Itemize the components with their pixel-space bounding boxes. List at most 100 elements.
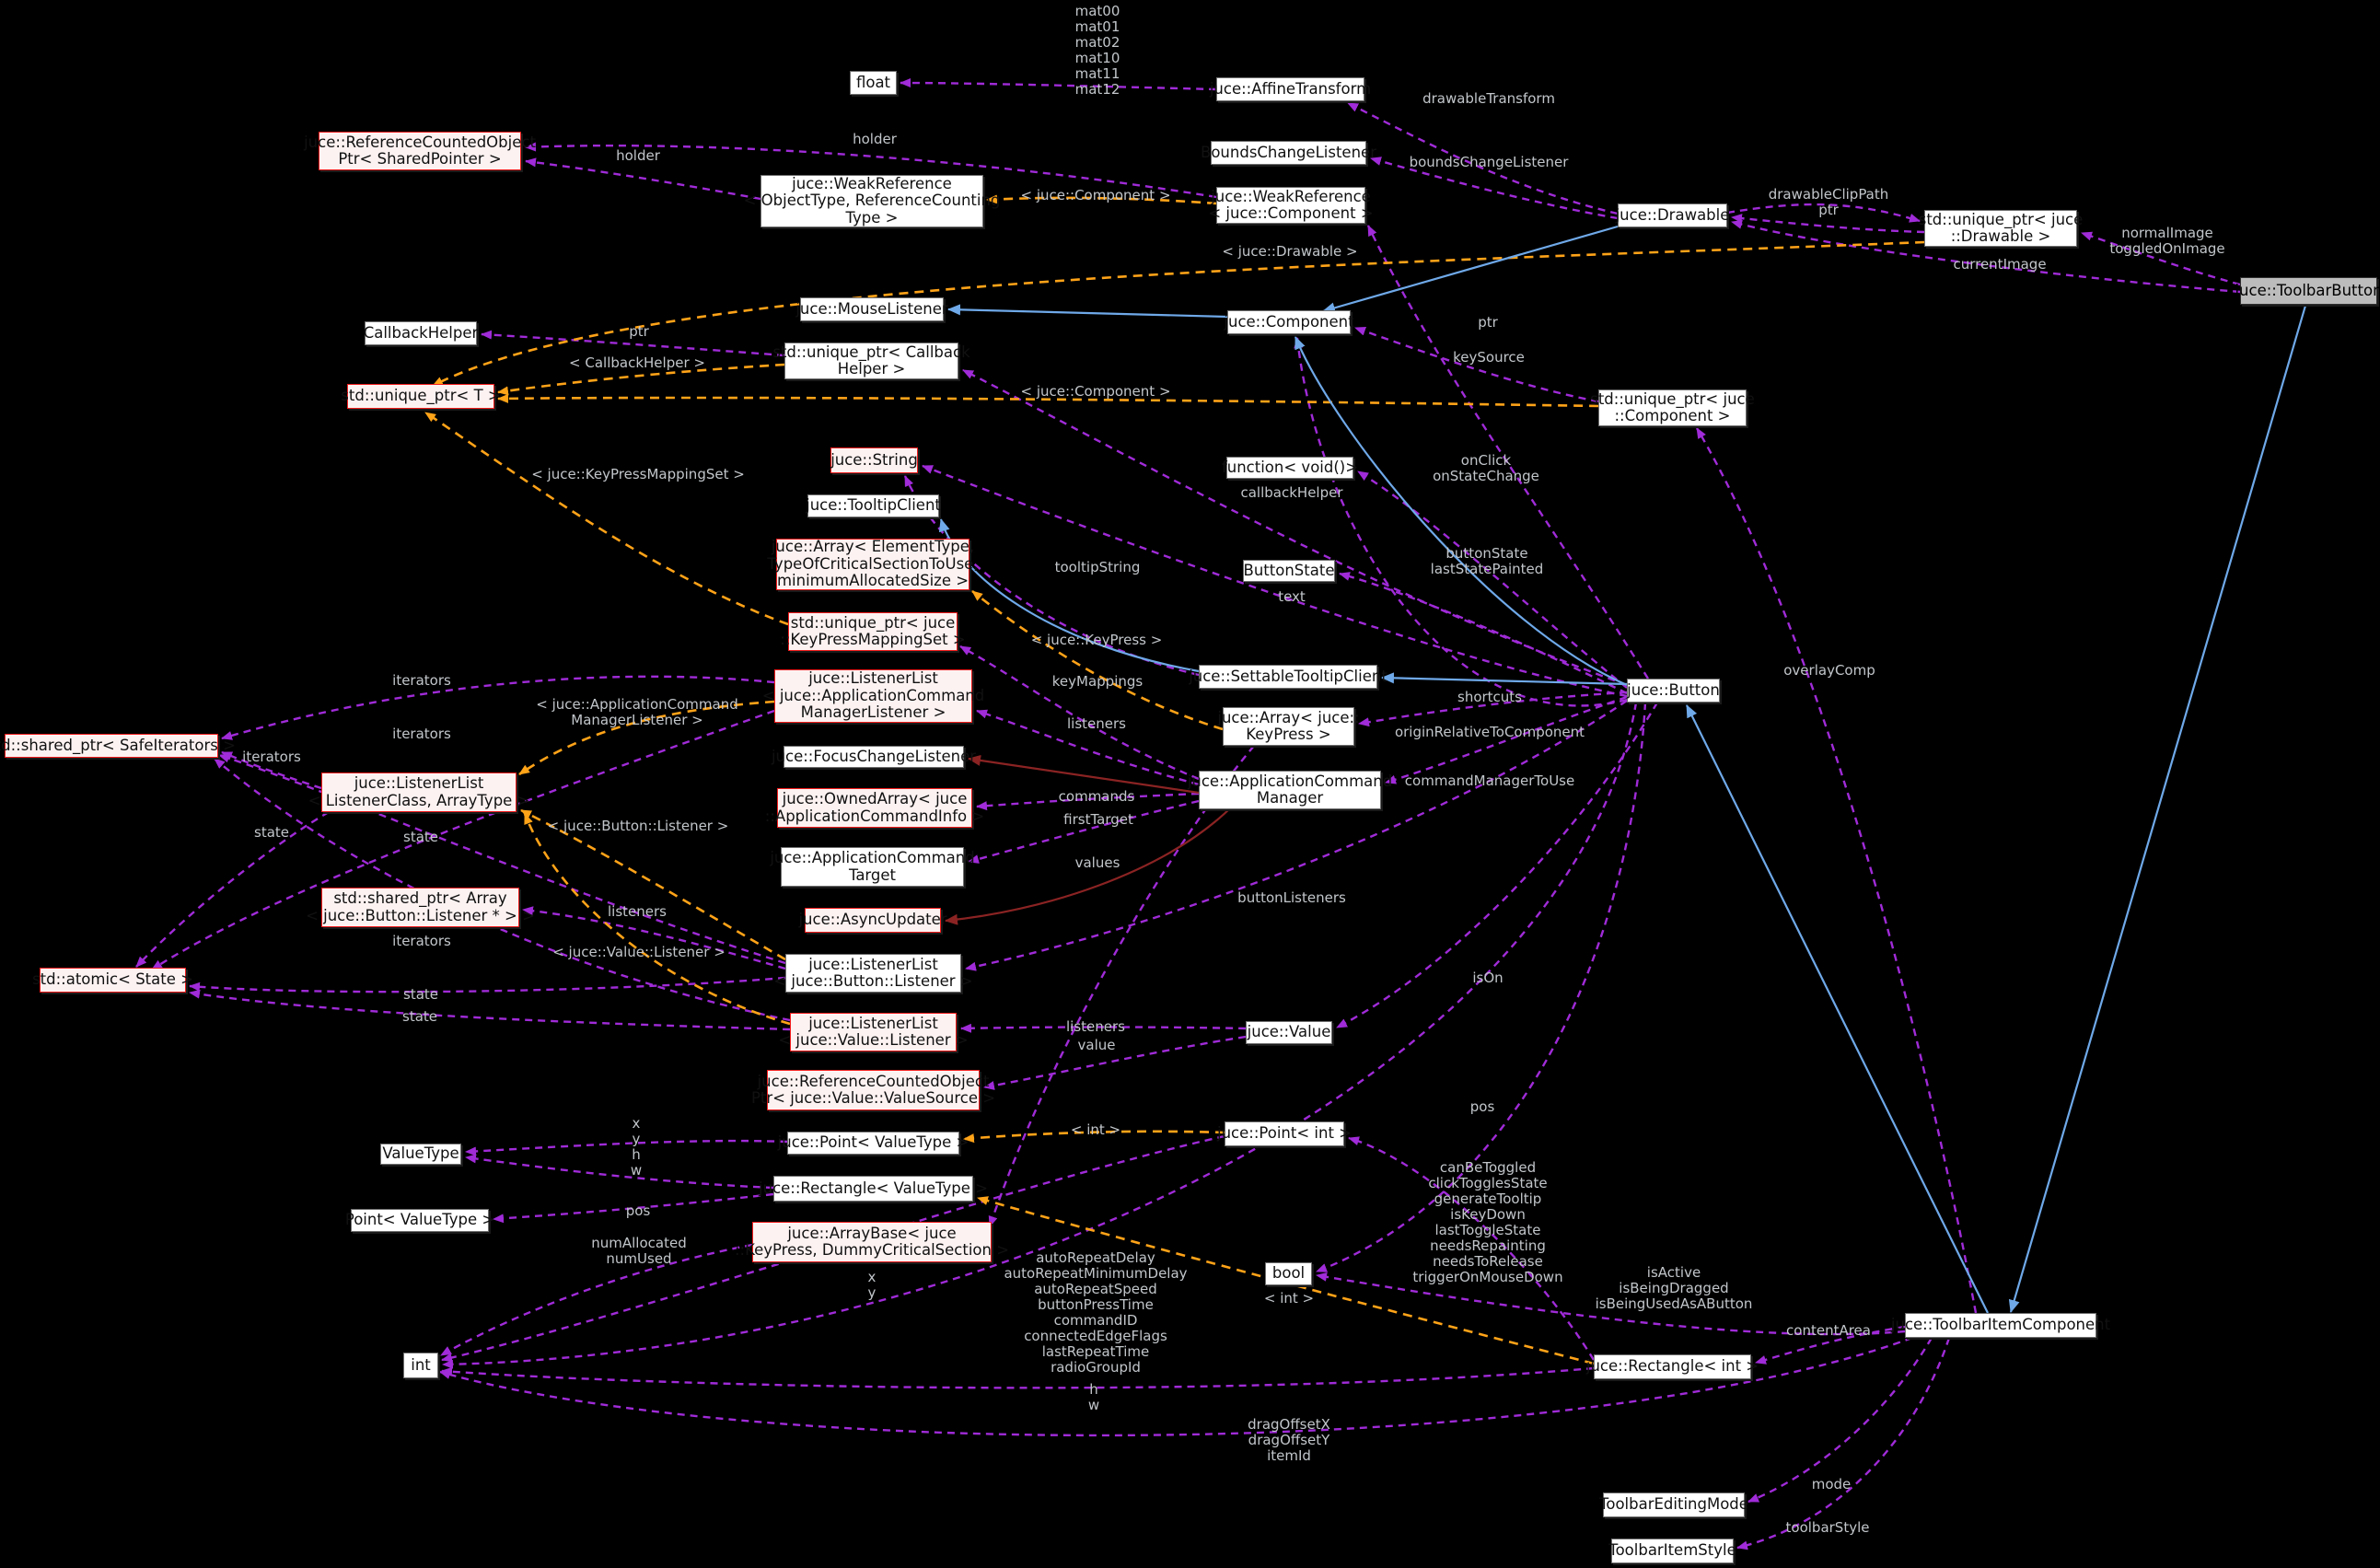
node-array-keypress[interactable]: juce::Array< juce::KeyPress >	[1217, 707, 1360, 746]
node-point-int[interactable]: juce::Point< int >	[1217, 1121, 1352, 1146]
node-button-state[interactable]: ButtonState	[1243, 560, 1335, 582]
edge-weakreference-component-to-refcounted-ptr-sharedpointer	[525, 142, 1217, 199]
edge-label-callbackhelper: callbackHelper	[1240, 484, 1343, 501]
edge-array-keypress-to-arraybase-keypress	[988, 745, 1255, 1227]
node-toolbar-item-component[interactable]: juce::ToolbarItemComponent	[1891, 1313, 2110, 1338]
node-drawable[interactable]: juce::Drawable	[1616, 203, 1729, 227]
node-rectangle-int[interactable]: juce::Rectangle< int >	[1586, 1354, 1759, 1379]
edge-toolbar-button-to-toolbar-item-component	[2008, 305, 2307, 1313]
node-array-generic-label-line-2: minimumAllocatedSize >	[776, 572, 969, 590]
node-unique-ptr-component[interactable]: std::unique_ptr< juce::Component >	[1590, 389, 1755, 426]
node-callback-helper[interactable]: CallbackHelper	[364, 321, 478, 345]
node-application-command-manager-label-line-0: juce::ApplicationCommand	[1187, 772, 1393, 790]
node-listenerlist-acml[interactable]: juce::ListenerList< juce::ApplicationCom…	[762, 669, 984, 723]
node-array-generic-label-line-1: TypeOfCriticalSectionToUse,	[767, 554, 979, 573]
edge-label-ptr: ptr	[629, 323, 649, 340]
node-unique-ptr-drawable-label-line-0: std::unique_ptr< juce	[1918, 210, 2084, 228]
edge-label-ison: isOn	[1472, 970, 1503, 986]
node-ownedarray-commandinfo[interactable]: juce::OwnedArray< juce::ApplicationComma…	[765, 788, 984, 828]
node-refcounted-ptr-sharedpointer-label-line-0: juce::ReferenceCountedObject	[304, 133, 536, 151]
node-function-void[interactable]: function< void()>	[1222, 457, 1358, 479]
edge-label-mode: mode	[1811, 1476, 1852, 1493]
edge-rectangle-int-to-int	[441, 1366, 1595, 1389]
node-settable-tooltip-client[interactable]: juce::SettableTooltipClient	[1189, 665, 1387, 689]
node-mouse-listener[interactable]: juce::MouseListener	[795, 297, 948, 321]
edge-listenerlist-valuelistener-to-listenerlist-generic	[523, 813, 791, 1026]
node-rectangle-valuetype-label-line-0: juce::Rectangle< ValueType >	[759, 1179, 988, 1197]
node-weakreference-component[interactable]: juce::WeakReference< juce::Component >	[1208, 187, 1374, 224]
edge-button-to-array-keypress	[1358, 691, 1628, 727]
edge-label-commandmanagertouse: commandManagerToUse	[1404, 772, 1575, 789]
edge-toolbar-item-component-to-unique-ptr-component	[1695, 427, 1978, 1314]
node-rectangle-valuetype[interactable]: juce::Rectangle< ValueType >	[759, 1176, 988, 1202]
node-unique-ptr-drawable-label-line-1: ::Drawable >	[1950, 227, 2051, 245]
edge-label-values: values	[1074, 854, 1120, 871]
node-atomic-state[interactable]: std::atomic< State >	[32, 968, 193, 993]
edge-button-to-string	[922, 464, 1628, 698]
node-toolbar-editing-mode[interactable]: ToolbarEditingMode	[1599, 1493, 1748, 1517]
edge-listenerlist-buttonlistener-to-listenerlist-generic	[520, 808, 786, 961]
node-button-label-line-0: juce::Button	[1627, 680, 1720, 699]
node-affine-transform[interactable]: juce::AffineTransform	[1210, 77, 1371, 101]
node-shared-ptr-array-buttonlistener[interactable]: std::shared_ptr< Array< juce::Button::Li…	[306, 888, 535, 927]
node-refcounted-ptr-valuesource-label-line-0: juce::ReferenceCountedObject	[757, 1072, 990, 1090]
edge-drawable-to-component	[1322, 225, 1619, 314]
node-tooltip-client[interactable]: juce::TooltipClient	[806, 494, 941, 517]
node-button-state-label-line-0: ButtonState	[1243, 561, 1335, 579]
node-component[interactable]: juce::Component	[1224, 310, 1354, 334]
edge-label-juce-button-listener: < juce::Button::Listener >	[547, 818, 729, 834]
edge-listenerlist-generic-to-atomic-state	[135, 810, 330, 968]
node-unique-ptr-drawable[interactable]: std::unique_ptr< juce::Drawable >	[1919, 210, 2083, 247]
edge-label-juce-applicationcommand: < juce::ApplicationCommand ManagerListen…	[536, 696, 738, 728]
node-float-label-line-0: float	[855, 73, 891, 91]
node-string[interactable]: juce::String	[830, 447, 918, 473]
node-bounds-change-listener[interactable]: BoundsChangeListener	[1201, 141, 1376, 165]
node-value[interactable]: juce::Value	[1246, 1021, 1332, 1044]
node-weakreference-generic[interactable]: juce::WeakReference< ObjectType, Referen…	[744, 175, 1000, 227]
node-atomic-state-label-line-0: std::atomic< State >	[32, 970, 193, 989]
node-float[interactable]: float	[850, 71, 897, 95]
edge-button-to-component	[1294, 337, 1628, 707]
node-listenerlist-valuelistener[interactable]: juce::ListenerList< juce::Value::Listene…	[778, 1013, 969, 1051]
edge-application-command-manager-to-async-updater	[945, 808, 1230, 925]
node-valuetype-label-line-0: ValueType	[382, 1144, 459, 1163]
edge-label-listeners: listeners	[608, 903, 667, 920]
node-listenerlist-buttonlistener[interactable]: juce::ListenerList< juce::Button::Listen…	[773, 954, 973, 993]
node-affine-transform-label-line-0: juce::AffineTransform	[1209, 79, 1372, 98]
node-array-generic[interactable]: juce::Array< ElementType,TypeOfCriticalS…	[767, 539, 979, 590]
node-shared-ptr-safeiterators[interactable]: std::shared_ptr< SafeIterators >	[0, 734, 236, 758]
node-focus-change-listener[interactable]: juce::FocusChangeListener	[772, 746, 976, 768]
node-button[interactable]: juce::Button	[1627, 679, 1720, 703]
edge-label-overlaycomp: overlayComp	[1783, 662, 1875, 679]
edge-label-text: text	[1278, 588, 1306, 605]
node-listenerlist-acml-label-line-1: < juce::ApplicationCommand	[761, 686, 985, 704]
node-listenerlist-generic[interactable]: juce::ListenerList< ListenerClass, Array…	[308, 772, 529, 812]
node-toolbar-item-style[interactable]: ToolbarItemStyle	[1608, 1539, 1736, 1563]
edge-label-isactive: isActive isBeingDragged isBeingUsedAsABu…	[1595, 1264, 1753, 1312]
node-async-updater[interactable]: juce::AsyncUpdater	[798, 908, 947, 933]
edge-label-ptr: ptr	[1478, 314, 1498, 331]
node-tooltip-client-label-line-0: juce::TooltipClient	[806, 496, 941, 515]
edge-label-state: state	[254, 824, 289, 841]
edge-unique-ptr-callbackhelper-to-unique-ptr-t	[497, 363, 785, 396]
edge-label-buttonstate: buttonState lastStatePainted	[1430, 545, 1544, 577]
edge-label-holder: holder	[616, 147, 660, 164]
node-unique-ptr-keypressmappingset[interactable]: std::unique_ptr< juce::KeyPressMappingSe…	[780, 612, 966, 651]
node-weakreference-generic-label-line-2: Type >	[845, 208, 899, 226]
node-arraybase-keypress[interactable]: juce::ArrayBase< juce::KeyPress, DummyCr…	[735, 1222, 1009, 1262]
node-point-int-label-line-0: juce::Point< int >	[1217, 1124, 1353, 1143]
node-unique-ptr-t[interactable]: std::unique_ptr< T >	[341, 384, 501, 409]
node-bool[interactable]: bool	[1265, 1262, 1312, 1285]
node-array-generic-label-line-0: juce::Array< ElementType,	[771, 538, 975, 556]
node-int[interactable]: int	[403, 1353, 438, 1378]
node-point-valuetype-base[interactable]: Point< ValueType >	[345, 1209, 494, 1232]
node-point-valuetype[interactable]: juce::Point< ValueType >	[778, 1132, 969, 1155]
node-valuetype[interactable]: ValueType	[380, 1144, 461, 1165]
node-toolbar-item-style-label-line-0: ToolbarItemStyle	[1608, 1541, 1736, 1560]
edge-listenerlist-buttonlistener-to-shared-ptr-array-buttonlistener	[522, 906, 786, 970]
